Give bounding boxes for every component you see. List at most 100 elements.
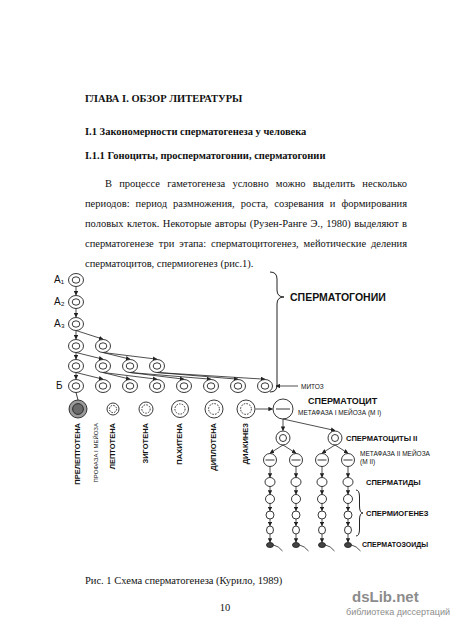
spermatid-cell xyxy=(291,478,301,487)
spermatogonium-cell xyxy=(96,340,111,353)
spermatid-cell xyxy=(293,526,300,534)
stage-label: СПЕРМАТОЦИТЫ II xyxy=(346,434,417,443)
arrow xyxy=(103,353,157,360)
arrow xyxy=(270,504,271,511)
arrow xyxy=(296,467,297,478)
cell-generation-label: Б xyxy=(56,380,63,392)
chromatin xyxy=(209,404,220,415)
sperm-tail xyxy=(352,545,361,551)
arrow xyxy=(76,287,77,296)
spermatogonium-cell xyxy=(177,380,192,393)
arrow xyxy=(76,353,103,360)
cell-generation-label: А₃ xyxy=(54,318,65,330)
arrow xyxy=(283,419,335,431)
cell-nucleus xyxy=(72,343,80,349)
spermatocyte-cell xyxy=(69,400,87,418)
page-number: 10 xyxy=(220,602,231,615)
sperm-head xyxy=(345,543,352,548)
spermatid-cell xyxy=(345,526,352,534)
cell-nucleus xyxy=(153,363,161,369)
spermatocyte-cell xyxy=(172,401,189,418)
sperm-tail xyxy=(326,545,335,551)
cell-nucleus xyxy=(261,383,269,389)
cell-nucleus xyxy=(207,383,215,389)
spermatid-cell xyxy=(267,526,274,534)
arrow xyxy=(283,445,296,453)
arrow xyxy=(348,534,349,542)
cell-nucleus xyxy=(332,435,339,442)
arrow xyxy=(296,519,297,526)
spermatogonium-cell xyxy=(96,360,111,373)
spermatid-cell xyxy=(344,495,353,504)
arrow xyxy=(348,504,349,511)
metaphase-ii-cell xyxy=(290,454,303,467)
arrow xyxy=(76,331,103,340)
phase-label: ДИАКИНЕЗ xyxy=(242,423,250,464)
spermatogonium-cell xyxy=(69,380,84,393)
sperm-head xyxy=(319,543,326,548)
stage-label: СПЕРМАТОЦИТ xyxy=(308,396,377,407)
spermatid-cell xyxy=(318,495,327,504)
cell-nucleus xyxy=(72,299,80,305)
arrow xyxy=(296,487,297,495)
arrow xyxy=(335,445,348,453)
chapter-title: ГЛАВА I. ОБЗОР ЛИТЕРАТУРЫ xyxy=(85,93,242,106)
spermatogonium-cell xyxy=(69,360,84,373)
phase-label: ДИПЛОТЕНА xyxy=(210,423,218,471)
cell-nucleus xyxy=(153,383,161,389)
arrow xyxy=(296,504,297,511)
spermatocyte-cell xyxy=(237,400,255,418)
arrow xyxy=(348,467,349,478)
section-heading: I.1 Закономерности сперматогенеза у чело… xyxy=(85,126,306,139)
sperm-tail xyxy=(300,545,309,551)
phase-label: МЕТАФАЗА II МЕЙОЗА (М II) xyxy=(360,450,438,466)
spermatid-cell xyxy=(317,478,327,487)
spermatid-cell xyxy=(266,511,274,519)
arrow xyxy=(270,519,271,526)
stage-label: СПЕРМАТОЗОИДЫ xyxy=(362,541,428,549)
cell-nucleus xyxy=(99,383,107,389)
spermatocyte-ii-cell xyxy=(276,431,290,445)
arrow xyxy=(276,386,298,387)
phase-label: ЗИГОТЕНА xyxy=(142,423,150,464)
chromatin xyxy=(142,405,150,413)
arrow xyxy=(296,534,297,542)
arrow xyxy=(103,353,130,360)
arrow xyxy=(283,419,284,431)
metaphase-ii-cell xyxy=(342,454,355,467)
arrow xyxy=(76,309,77,318)
arrow xyxy=(322,534,323,542)
spermatocyte-cell xyxy=(107,403,119,415)
spermatid-cell xyxy=(292,495,301,504)
arrow xyxy=(322,445,335,453)
sperm-tail xyxy=(274,545,283,551)
arrow xyxy=(270,534,271,542)
arrow xyxy=(270,445,283,453)
arrow xyxy=(76,331,77,340)
stage-label: СПЕРМИОГЕНЕЗ xyxy=(366,509,429,518)
cell-nucleus xyxy=(99,343,107,349)
phase-label: ПАХИТЕНА xyxy=(176,423,184,465)
arrow xyxy=(76,353,77,360)
arrow xyxy=(256,409,273,410)
spermatocyte-ii-cell xyxy=(328,431,342,445)
cell-nucleus xyxy=(180,383,188,389)
cell-generation-label: А₁ xyxy=(54,274,64,286)
arrow xyxy=(322,487,323,495)
arrow xyxy=(322,467,323,478)
arrow xyxy=(348,487,349,495)
spermatid-cell xyxy=(266,495,275,504)
spermatogonium-cell xyxy=(69,340,84,353)
cell-nucleus xyxy=(72,363,80,369)
sperm-head xyxy=(267,543,274,548)
body-paragraph: В процессе гаметогенеза условно можно вы… xyxy=(85,174,407,274)
chromatin xyxy=(109,405,116,412)
spermatid-cell xyxy=(265,478,275,487)
arrow xyxy=(348,519,349,526)
watermark: библиотека диссертаций xyxy=(346,607,450,618)
arrow xyxy=(157,373,265,380)
metaphase-plate xyxy=(266,460,275,461)
arrow xyxy=(76,373,103,380)
arrow xyxy=(322,504,323,511)
